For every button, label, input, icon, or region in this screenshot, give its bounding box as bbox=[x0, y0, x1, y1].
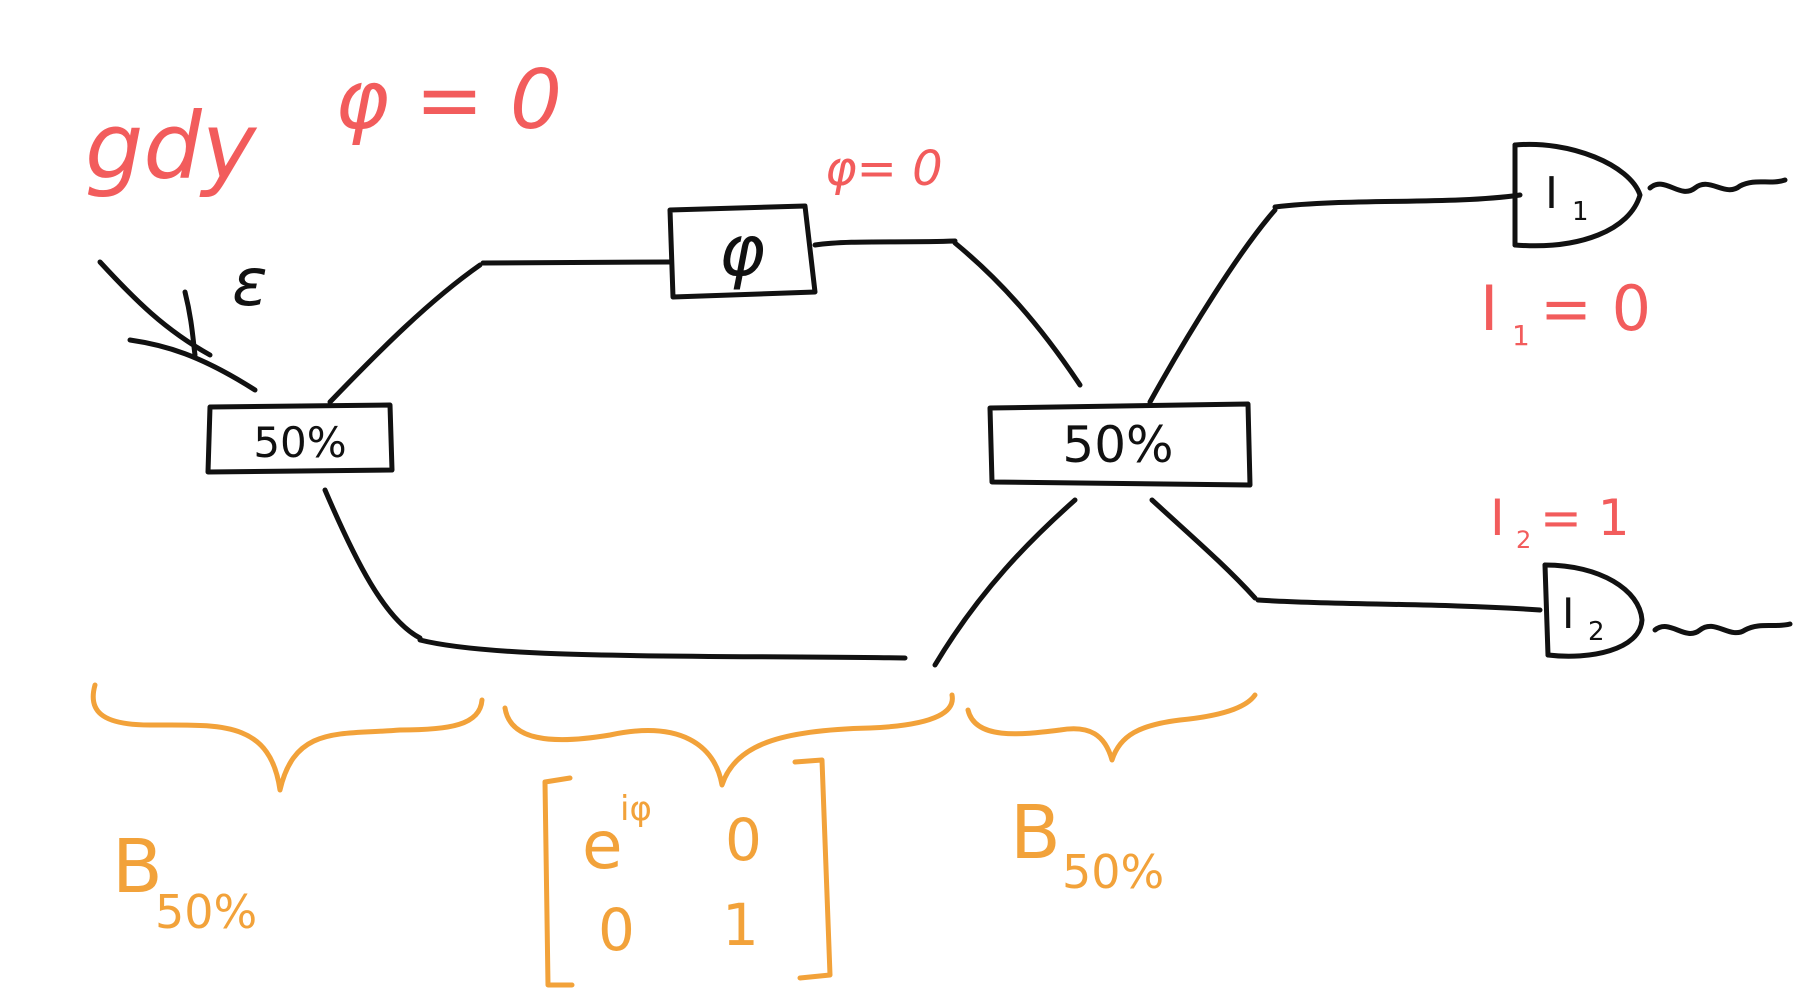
reading-2-subscript: 2 bbox=[1516, 526, 1531, 554]
detector-1-name: I bbox=[1545, 168, 1558, 219]
detector-2-body bbox=[1542, 562, 1645, 659]
detector-2-reading: I 2 = 1 bbox=[1490, 489, 1630, 554]
output-path-1 bbox=[1147, 192, 1523, 405]
detector-2-flat-side bbox=[1542, 562, 1551, 658]
left-splitter-box bbox=[205, 402, 395, 475]
lower-arm-diag bbox=[322, 487, 423, 641]
phase-shifter: φ φ= 0 bbox=[667, 141, 943, 300]
lower-arm-to-right-splitter bbox=[932, 497, 1078, 668]
detector-2: I 2 bbox=[1542, 562, 1793, 659]
reading-1-label: I bbox=[1480, 272, 1498, 345]
lower-arm bbox=[322, 487, 1078, 668]
phase-box bbox=[667, 203, 818, 300]
output-2-horizontal bbox=[1255, 597, 1543, 613]
source-label: ε bbox=[232, 244, 268, 321]
right-splitter-box bbox=[987, 401, 1253, 488]
left-operator-label: B 50% bbox=[112, 824, 257, 939]
upper-arm-to-phase bbox=[480, 259, 673, 266]
condition-word: gdy bbox=[85, 93, 258, 200]
brace-right bbox=[965, 692, 1258, 763]
detector-1-body bbox=[1512, 141, 1643, 249]
matrix-m11-base: e bbox=[582, 807, 623, 884]
detector-2-wave bbox=[1652, 621, 1793, 636]
detector-1-reading: I 1 = 0 bbox=[1480, 272, 1651, 352]
right-operator-symbol: B bbox=[1010, 790, 1061, 876]
left-splitter-label: 50% bbox=[253, 418, 346, 467]
matrix-m22: 1 bbox=[722, 891, 759, 959]
matrix-m12: 0 bbox=[725, 806, 762, 874]
reading-1-value: = 0 bbox=[1540, 272, 1651, 345]
left-operator-symbol: B bbox=[112, 824, 163, 910]
condition-equation: φ = 0 bbox=[335, 53, 562, 148]
source-ray-2 bbox=[127, 337, 258, 393]
reading-1-subscript: 1 bbox=[1512, 319, 1530, 352]
brace-left bbox=[90, 682, 485, 793]
right-operator-label: B 50% bbox=[1010, 790, 1164, 899]
output-2-diag bbox=[1149, 497, 1258, 601]
reading-2-label: I bbox=[1490, 489, 1505, 547]
upper-arm bbox=[327, 259, 673, 405]
matrix-m21: 0 bbox=[598, 896, 635, 964]
output-path-2 bbox=[1149, 497, 1543, 613]
source: ε bbox=[97, 244, 268, 393]
upper-arm-from-phase bbox=[812, 238, 958, 248]
left-beam-splitter: 50% bbox=[205, 402, 395, 475]
matrix-right-bracket bbox=[792, 757, 833, 981]
lower-arm-bottom bbox=[417, 637, 908, 661]
brace-middle bbox=[502, 692, 955, 788]
detector-2-subscript: 2 bbox=[1588, 617, 1605, 647]
right-splitter-label: 50% bbox=[1062, 416, 1173, 474]
phase-matrix: e iφ 0 0 1 bbox=[542, 757, 833, 988]
phase-box-label: φ bbox=[719, 210, 765, 292]
detector-2-name: I bbox=[1562, 589, 1574, 638]
detector-1-subscript: 1 bbox=[1572, 197, 1589, 227]
detector-1-wave bbox=[1647, 177, 1788, 194]
upper-arm-diag bbox=[327, 262, 483, 405]
upper-arm-to-right-splitter bbox=[952, 240, 1083, 388]
matrix-m11-exponent: iφ bbox=[620, 789, 652, 829]
source-ray-3 bbox=[182, 289, 198, 358]
output-1-diag bbox=[1147, 207, 1278, 405]
right-operator-subscript: 50% bbox=[1062, 845, 1164, 899]
header-annotation: gdy φ = 0 bbox=[85, 53, 562, 200]
reading-2-value: = 1 bbox=[1540, 489, 1630, 547]
matrix-left-bracket bbox=[542, 775, 575, 988]
detector-1: I 1 bbox=[1512, 141, 1788, 249]
right-beam-splitter: 50% bbox=[987, 401, 1253, 488]
left-operator-subscript: 50% bbox=[155, 885, 257, 939]
output-1-horizontal bbox=[1272, 192, 1523, 210]
phase-value-note: φ= 0 bbox=[825, 141, 943, 197]
